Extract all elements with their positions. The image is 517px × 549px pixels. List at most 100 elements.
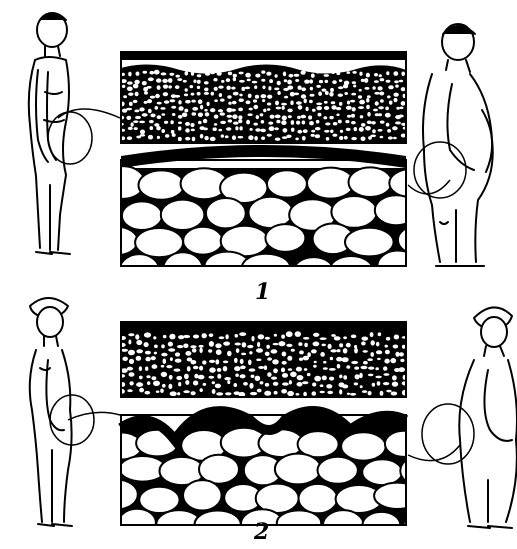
fat-cell <box>295 138 299 141</box>
fat-cell <box>246 120 250 125</box>
fat-cell <box>268 122 273 125</box>
fat-cell <box>401 101 406 106</box>
fat-cell <box>185 534 223 549</box>
fat-cell <box>378 106 384 109</box>
fat-cell <box>156 391 160 393</box>
fat-cell <box>341 432 386 460</box>
fat-cell <box>383 373 389 376</box>
fat-cell <box>307 168 354 199</box>
fat-cell <box>145 351 151 355</box>
fat-cell <box>178 335 184 339</box>
fat-cell <box>282 373 288 378</box>
fat-cell <box>190 345 196 348</box>
fat-cell <box>247 345 253 348</box>
fat-cell <box>134 80 139 85</box>
fat-cell <box>351 335 357 339</box>
fat-cell <box>254 136 258 141</box>
fat-cell <box>204 88 208 92</box>
fat-cell <box>178 382 181 386</box>
fat-cell <box>303 356 309 361</box>
fat-cell <box>354 348 358 354</box>
fat-cell <box>178 137 182 141</box>
fat-cell <box>329 368 336 371</box>
fat-cell <box>438 455 480 486</box>
fat-cell <box>286 344 292 347</box>
fat-cell <box>136 72 140 76</box>
fat-cell <box>119 343 126 347</box>
fat-cell <box>331 334 336 337</box>
fat-cell <box>264 534 306 549</box>
fat-cell <box>129 372 135 377</box>
fat-cell <box>359 100 365 105</box>
fat-cell <box>168 348 175 351</box>
fat-cell <box>331 105 336 109</box>
fat-cell <box>95 284 140 312</box>
fat-cell <box>185 71 189 75</box>
fat-cell <box>380 136 384 139</box>
fat-cell <box>161 129 165 133</box>
fat-cell <box>203 127 208 130</box>
fat-cell <box>144 332 151 337</box>
fat-cell <box>134 127 138 130</box>
fat-cell <box>147 381 150 385</box>
fat-cell <box>183 227 223 255</box>
fat-cell <box>242 342 247 347</box>
fat-cell <box>304 80 309 84</box>
fat-cell <box>313 365 317 368</box>
fat-cell <box>380 537 420 549</box>
fat-cell <box>220 99 225 102</box>
fat-cell <box>252 81 258 84</box>
fat-cell <box>164 100 169 103</box>
fat-cell <box>149 120 154 123</box>
fat-cell <box>249 128 252 131</box>
fat-cell <box>289 74 294 78</box>
fat-cell <box>191 93 195 96</box>
fat-cell <box>392 280 438 309</box>
fat-cell <box>238 136 244 139</box>
fat-cell <box>287 356 292 361</box>
fat-cell <box>330 349 337 352</box>
fat-cell <box>282 352 287 357</box>
fat-cell <box>215 359 219 364</box>
fat-cell <box>281 335 285 339</box>
fat-cell <box>299 484 338 513</box>
fat-cell <box>386 390 391 393</box>
fat-cell <box>234 366 240 371</box>
fat-cell <box>267 372 271 377</box>
fat-cell <box>284 79 287 82</box>
fat-cell <box>308 115 312 119</box>
fat-cell <box>301 87 306 91</box>
fat-cell <box>204 92 209 95</box>
fat-cell <box>311 130 315 133</box>
fat-cell <box>322 344 326 347</box>
fat-cell <box>183 80 187 83</box>
fat-cell <box>281 368 285 373</box>
fat-cell <box>139 388 144 393</box>
fat-cell <box>255 74 260 78</box>
fat-cell <box>275 101 279 106</box>
fat-cell <box>249 383 253 389</box>
fat-cell <box>294 74 300 77</box>
fat-cell <box>174 95 180 98</box>
fat-cell <box>161 200 205 230</box>
fat-cell <box>316 103 322 106</box>
fat-cell <box>223 342 230 346</box>
fat-cell <box>383 366 387 370</box>
fat-cell <box>323 116 327 119</box>
fat-cell <box>265 224 305 252</box>
fat-cell <box>183 344 188 349</box>
fat-cell <box>240 366 246 370</box>
fat-cell <box>379 74 382 77</box>
fat-cell <box>172 113 176 116</box>
fat-cell <box>294 93 299 96</box>
fat-cell <box>385 350 390 355</box>
fat-cell <box>258 366 264 369</box>
fat-cell <box>178 115 183 119</box>
fat-cell <box>184 109 188 113</box>
fat-cell <box>127 367 133 371</box>
fat-cell <box>102 539 141 549</box>
callout-line-obese-woman <box>408 445 460 461</box>
fat-cell <box>314 376 321 382</box>
fat-cell <box>380 391 384 396</box>
fat-cell <box>192 348 197 352</box>
